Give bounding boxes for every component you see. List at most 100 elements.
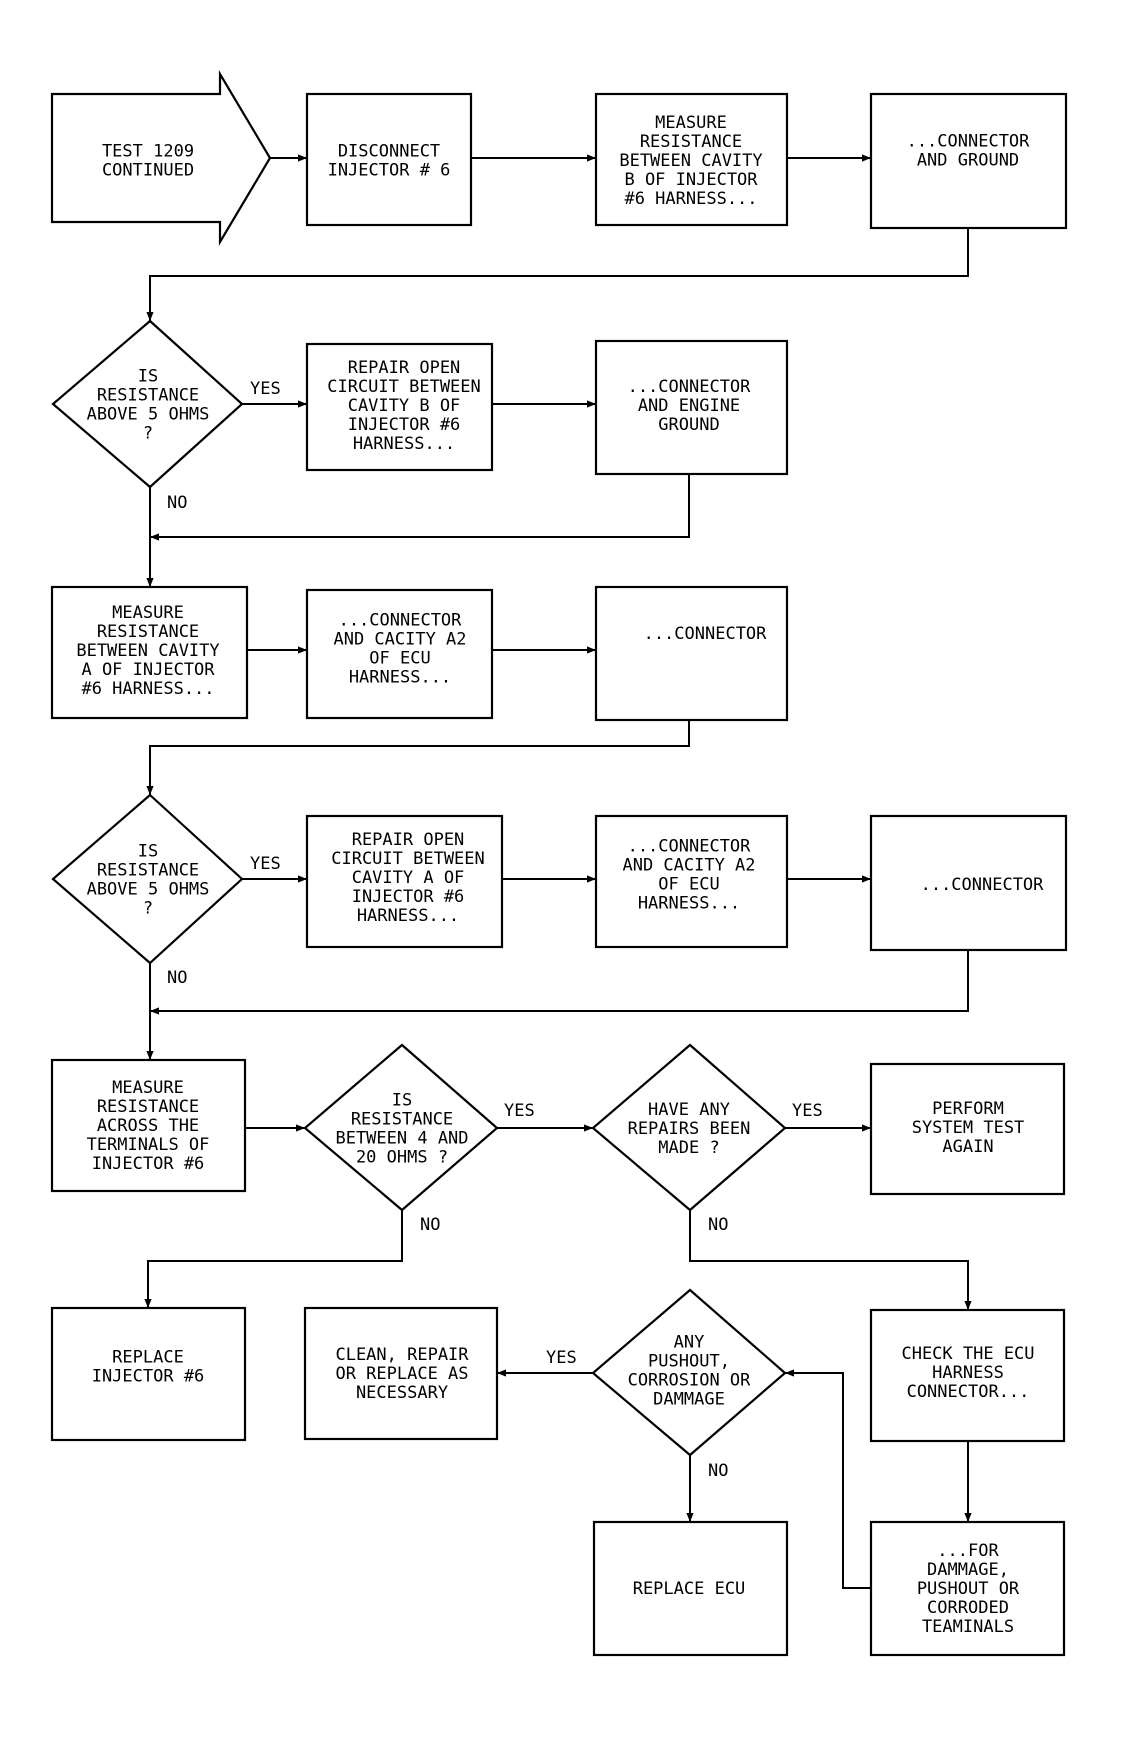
- decision-3-text-line-2: RESISTANCE: [351, 1110, 453, 1130]
- check-ecu-connector-text-line-3: CONNECTOR...: [907, 1382, 1030, 1402]
- decision-3-text-line-4: 20 OHMS ?: [356, 1148, 448, 1168]
- for-dammage-text-line-3: PUSHOUT OR: [917, 1579, 1020, 1599]
- decision-5-text-line-1: ANY: [674, 1333, 705, 1353]
- repair-cavity-a-text-line-1: REPAIR OPEN: [352, 830, 465, 850]
- disconnect-injector-text-line-1: DISCONNECT: [338, 142, 440, 162]
- measure-cavity-b-text-line-3: BETWEEN CAVITY: [619, 151, 762, 171]
- edge-connector-ground-to-decision1: [146, 228, 969, 321]
- replace-injector-text-line-2: INJECTOR #6: [92, 1367, 205, 1387]
- decision-2-text-line-3: ABOVE 5 OHMS: [87, 880, 210, 900]
- for-dammage-text-line-2: DAMMAGE,: [927, 1560, 1009, 1580]
- yes-label-decision5: YES: [546, 1348, 577, 1368]
- start-node-text-line-2: CONTINUED: [102, 161, 194, 181]
- no-label-decision1: NO: [167, 493, 187, 513]
- repair-cavity-a-box: [305, 814, 504, 949]
- for-dammage-box: [869, 1520, 1066, 1657]
- connector-cavity-a2-box-2: [594, 814, 789, 949]
- edge-decision3-no: [144, 1210, 403, 1308]
- measure-cavity-b-text-line-4: B OF INJECTOR: [624, 170, 758, 190]
- connector-box-2: [869, 814, 1068, 952]
- measure-cavity-b-text-line-1: MEASURE: [655, 113, 727, 133]
- connector-cavity-a2-text-2-line-2: AND CACITY A2: [622, 856, 755, 876]
- yes-label-decision1: YES: [250, 379, 281, 399]
- check-ecu-connector-box: [869, 1308, 1066, 1443]
- no-label-decision5: NO: [708, 1461, 728, 1481]
- edge-decision4-no: [689, 1210, 972, 1310]
- repair-cavity-b-text-line-2: CIRCUIT BETWEEN: [327, 377, 481, 397]
- measure-cavity-b-box: [594, 92, 789, 227]
- measure-cavity-a-text-line-3: BETWEEN CAVITY: [76, 641, 219, 661]
- repair-cavity-b-text-line-4: INJECTOR #6: [348, 415, 461, 435]
- connector-cavity-a2-box-1: [305, 588, 494, 720]
- disconnect-injector-box: [305, 92, 473, 227]
- replace-injector-box: [50, 1306, 247, 1442]
- decision-4-text-line-2: REPAIRS BEEN: [628, 1119, 751, 1139]
- connector-cavity-a2-text-2-line-1: ...CONNECTOR: [628, 837, 752, 857]
- edge-connector-2-return: [150, 950, 969, 1015]
- connector-cavity-a2-text-2-line-3: OF ECU: [658, 875, 719, 895]
- connector-text-2-line-1: ...CONNECTOR: [921, 875, 1045, 895]
- measure-terminals-text-line-3: ACROSS THE: [97, 1116, 199, 1136]
- decision-5-text-line-2: PUSHOUT,: [648, 1352, 730, 1372]
- decision-2-text-line-4: ?: [143, 899, 153, 919]
- clean-repair-replace-text-line-1: CLEAN, REPAIR: [335, 1345, 469, 1365]
- decision-1-text-line-4: ?: [143, 424, 153, 444]
- connector-engine-ground-text-line-3: GROUND: [658, 415, 719, 435]
- measure-cavity-a-text-line-4: A OF INJECTOR: [81, 660, 215, 680]
- connector-and-ground-text-line-2: AND GROUND: [917, 151, 1019, 171]
- clean-repair-replace-text-line-3: NECESSARY: [356, 1383, 448, 1403]
- decision-2-text-line-1: IS: [138, 842, 158, 862]
- measure-cavity-a-text-line-1: MEASURE: [112, 603, 184, 623]
- connector-text-1: ...CONNECTOR: [644, 624, 768, 644]
- start-arrow-shape: [50, 70, 272, 246]
- measure-cavity-b-text-line-2: RESISTANCE: [640, 132, 742, 152]
- for-dammage-text-line-5: TEAMINALS: [922, 1617, 1014, 1637]
- connector-engine-ground-text-line-1: ...CONNECTOR: [628, 377, 752, 397]
- decision-1-text-line-2: RESISTANCE: [97, 386, 199, 406]
- repair-cavity-b-text-line-3: CAVITY B OF: [348, 396, 461, 416]
- repair-cavity-b-text-line-1: REPAIR OPEN: [348, 358, 461, 378]
- check-ecu-connector-text-line-1: CHECK THE ECU: [901, 1344, 1034, 1364]
- start-node-text-line-1: TEST 1209: [102, 142, 194, 162]
- connector-and-ground-text-line-1: ...CONNECTOR: [907, 132, 1031, 152]
- connector-cavity-a2-text-1-line-4: HARNESS...: [349, 668, 451, 688]
- perform-system-test-text-line-3: AGAIN: [942, 1137, 993, 1157]
- perform-system-test-text-line-2: SYSTEM TEST: [912, 1118, 1025, 1138]
- replace-ecu-text-line-1: REPLACE ECU: [633, 1579, 746, 1599]
- repair-cavity-a-text-line-5: HARNESS...: [357, 906, 459, 926]
- connector-box-1: [594, 585, 789, 722]
- for-dammage-text-line-4: CORRODED: [927, 1598, 1009, 1618]
- replace-injector-text-line-1: REPLACE: [112, 1348, 184, 1368]
- check-ecu-connector-text-line-2: HARNESS: [932, 1363, 1004, 1383]
- repair-cavity-a-text-line-4: INJECTOR #6: [352, 887, 465, 907]
- connector-engine-ground-box: [594, 339, 789, 476]
- measure-cavity-b-text-line-5: #6 HARNESS...: [624, 189, 757, 209]
- decision-5-text-line-3: CORROSION OR: [628, 1371, 752, 1391]
- repair-cavity-b-text-line-5: HARNESS...: [353, 434, 455, 454]
- connector-cavity-a2-text-1-line-2: AND CACITY A2: [333, 630, 466, 650]
- repair-cavity-a-text-line-3: CAVITY A OF: [352, 868, 465, 888]
- connector-text-2: ...CONNECTOR: [921, 875, 1045, 895]
- yes-label-decision2: YES: [250, 854, 281, 874]
- repair-cavity-a-text-line-2: CIRCUIT BETWEEN: [331, 849, 485, 869]
- yes-label-decision4: YES: [792, 1101, 823, 1121]
- no-label-decision3: NO: [420, 1215, 440, 1235]
